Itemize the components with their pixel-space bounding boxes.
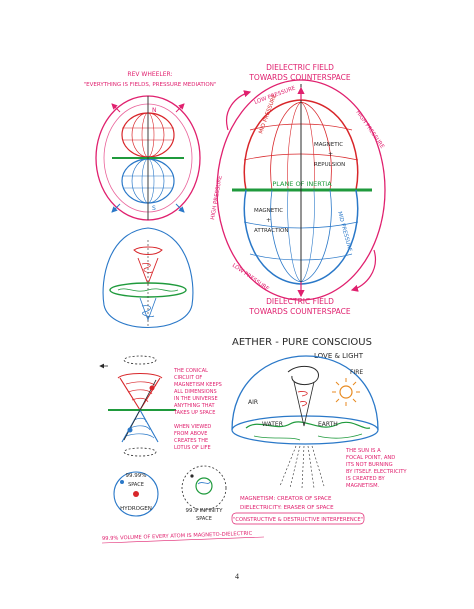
hydrogen-value: 99.99% <box>126 473 147 479</box>
vortex-note-line: CIRCUIT OF <box>174 375 202 381</box>
magnetism-note-line2: DIELECTRICITY: ERASER OF SPACE <box>240 505 334 511</box>
hydrogen-space: SPACE <box>128 482 144 488</box>
element-air: AIR <box>248 399 258 406</box>
element-fire: FIRE <box>350 369 363 376</box>
plane-of-inertia: PLANE OF INERTIA <box>272 180 332 188</box>
high-pressure-right: HIGH PRESSURE <box>354 110 385 151</box>
vortex-note-line: CREATES THE <box>174 438 208 444</box>
egg-vortex <box>102 227 194 329</box>
sun-note-line: MAGNETISM. <box>346 483 380 489</box>
atom-volume-note: 99.9% VOLUME OF EVERY ATOM IS MAGNETO-DI… <box>102 531 253 542</box>
wheeler-quote-line2: "EVERYTHING IS FIELDS, PRESSURE MEDIATIO… <box>84 82 217 88</box>
page-number: 4 <box>235 572 239 581</box>
element-water: WATER <box>262 421 283 428</box>
small-magnet-field: REV WHEELER: "EVERYTHING IS FIELDS, PRES… <box>84 71 217 221</box>
aether-title: AETHER - PURE CONSCIOUS <box>232 337 372 348</box>
pole-s: S <box>152 205 156 212</box>
vortex-note-line: ANYTHING THAT <box>174 403 216 409</box>
conical-vortex <box>99 355 176 457</box>
element-earth: EARTH <box>318 421 338 428</box>
vortex-note-line: LOTUS OF LIFE <box>174 445 211 451</box>
vortex-note: THE CONICAL CIRCUIT OF MAGNETISM KEEPS A… <box>173 368 222 451</box>
magnetic-attraction-2: + <box>266 217 271 224</box>
vortex-note-line: FROM ABOVE <box>174 431 207 437</box>
hydrogen-label: HYDROGEN <box>120 506 152 512</box>
vortex-note-line: THE CONICAL <box>173 368 208 374</box>
interference-note: "CONSTRUCTIVE & DESTRUCTIVE INTERFERENCE… <box>233 517 363 523</box>
magnetism-note-line1: MAGNETISM: CREATOR OF SPACE <box>240 496 332 502</box>
dielectric-field-diagram: DIELECTRIC FIELD TOWARDS COUNTERSPACE LO… <box>210 63 386 316</box>
magnetic-attraction-3: ATTRACTION <box>254 228 289 234</box>
vortex-note-line: TAKES UP SPACE <box>173 410 215 416</box>
sun-note-line: ITS NOT BURNING <box>346 462 393 468</box>
magnetic-repulsion-3: REPULSION <box>314 162 345 168</box>
magnetic-repulsion-2: + <box>328 151 333 158</box>
mid-pressure-bottom: MID PRESSURE <box>336 211 353 253</box>
vortex-note-line: WHEN VIEWED <box>174 424 211 430</box>
earth-atom: 99.9 INFINITY SPACE <box>181 465 227 522</box>
magnetic-attraction-1: MAGNETIC <box>254 208 283 214</box>
bottom-dielectric-label-1: DIELECTRIC FIELD <box>266 297 334 306</box>
top-dielectric-label-1: DIELECTRIC FIELD <box>266 63 334 72</box>
sun-note-line: THE SUN IS A <box>345 448 381 454</box>
vortex-note-line: ALL DIMENSIONS <box>174 389 217 395</box>
vortex-note-line: IN THE UNIVERSE <box>174 396 218 402</box>
sun-note-line: BY ITSELF. ELECTRICITY <box>346 469 407 475</box>
sun-note-line: IS CREATED BY <box>346 476 385 482</box>
sun-note-line: FOCAL POINT, AND <box>346 455 395 461</box>
hydrogen-atom: 99.99% SPACE HYDROGEN <box>113 471 159 517</box>
aether-subtitle: LOVE & LIGHT <box>314 352 364 360</box>
top-dielectric-label-2: TOWARDS COUNTERSPACE <box>248 73 351 82</box>
earth-space: SPACE <box>196 516 212 522</box>
vortex-note-line: MAGNETISM KEEPS <box>174 382 222 388</box>
high-pressure-left: HIGH PRESSURE <box>210 175 224 221</box>
bottom-dielectric-label-2: TOWARDS COUNTERSPACE <box>248 307 351 316</box>
magnetic-repulsion-1: MAGNETIC <box>314 142 343 148</box>
aether-dome: AETHER - PURE CONSCIOUS LOVE & LIGHT AIR… <box>231 337 379 489</box>
wheeler-quote-line1: REV WHEELER: <box>127 71 172 78</box>
magnetism-note: MAGNETISM: CREATOR OF SPACE DIELECTRICIT… <box>231 496 365 525</box>
pole-n: N <box>152 107 157 114</box>
earth-value: 99.9 INFINITY <box>186 508 224 514</box>
sun-note: THE SUN IS A FOCAL POINT, AND ITS NOT BU… <box>345 448 407 489</box>
